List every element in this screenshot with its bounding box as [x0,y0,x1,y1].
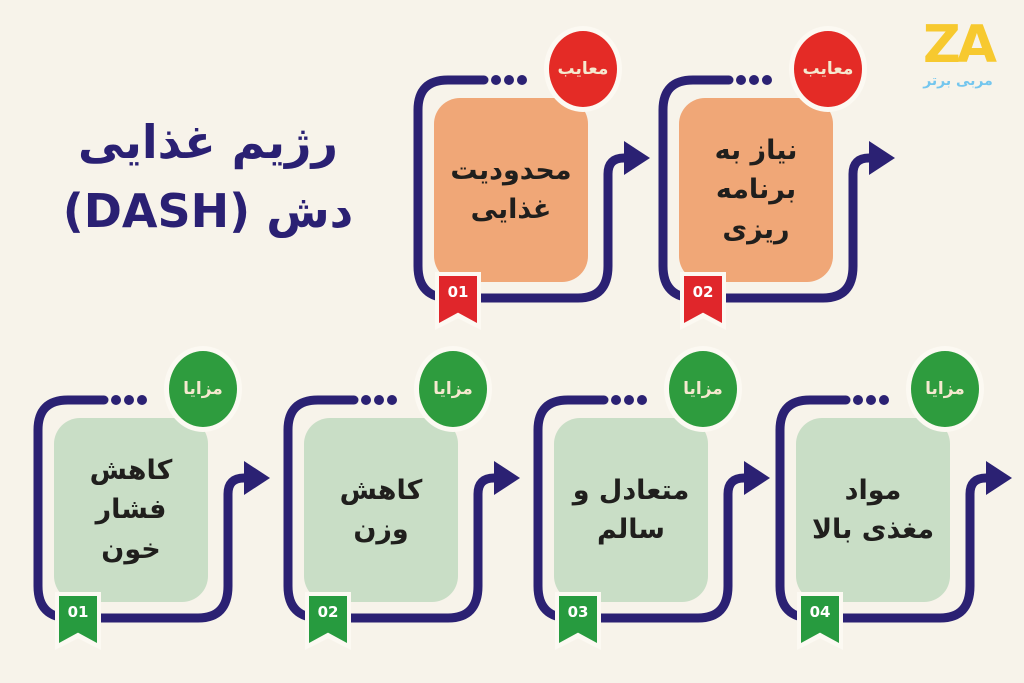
badge-label: مزایا [183,379,223,399]
card-label: کاهش فشار خون [89,455,173,565]
badge-label: معایب [802,59,854,79]
number-ribbon: 02 [305,592,351,650]
number-ribbon: 03 [555,592,601,650]
card-body: متعادل و سالم [554,418,708,602]
card-outline [33,395,270,623]
card-body: نیاز به برنامه ریزی [679,98,833,282]
logo-subtext: مربی برتر [923,72,993,89]
card-body: محدودیت غذایی [434,98,588,282]
number-ribbon: 02 [680,272,726,330]
pros-card-3: متعادل و سالم مزایا 03 [522,344,770,654]
arrow-right-icon [869,141,895,175]
arrow-right-icon [986,461,1012,495]
pros-card-1: کاهش فشار خون مزایا 01 [22,344,270,654]
card-body: کاهش وزن [304,418,458,602]
cons-card-2: نیاز به برنامه ریزی معایب 02 [647,24,895,334]
logo-za-icon: ZA [923,15,997,75]
page-title-line1: رژیم غذایی [78,115,338,169]
arrow-right-icon [494,461,520,495]
pros-badge-circle: مزایا [164,346,242,432]
cons-badge-circle: معایب [789,26,867,112]
ribbon-number: 03 [567,603,589,621]
card-label: محدودیت غذایی [450,154,572,225]
cons-badge-circle: معایب [544,26,622,112]
card-outline [658,75,895,303]
card-label: نیاز به برنامه ریزی [714,135,798,245]
badge-label: مزایا [683,379,723,399]
cons-card-1: محدودیت غذایی معایب 01 [402,24,650,334]
card-outline [775,395,1012,623]
card-outline [283,395,520,623]
card-body: کاهش فشار خون [54,418,208,602]
pros-card-2: کاهش وزن مزایا 02 [272,344,520,654]
badge-label: معایب [557,59,609,79]
brand-logo: ZA مربی برتر [903,18,1013,89]
card-body: مواد مغذی بالا [796,418,950,602]
ribbon-number: 04 [809,603,831,621]
ribbon-number: 02 [317,603,339,621]
card-label: کاهش وزن [339,474,423,545]
card-label: متعادل و سالم [572,474,690,545]
badge-label: مزایا [433,379,473,399]
pros-badge-circle: مزایا [664,346,742,432]
pros-badge-circle: مزایا [906,346,984,432]
ribbon-number: 01 [447,283,469,301]
page-title: رژیم غذایی دش (DASH) [28,108,388,246]
arrow-right-icon [744,461,770,495]
pros-card-4: مواد مغذی بالا مزایا 04 [764,344,1012,654]
ribbon-number: 02 [692,283,714,301]
page-title-line2: دش (DASH) [62,184,354,238]
ribbon-number: 01 [67,603,89,621]
arrow-right-icon [244,461,270,495]
arrow-right-icon [624,141,650,175]
card-outline [413,75,650,303]
number-ribbon: 01 [55,592,101,650]
card-label: مواد مغذی بالا [811,474,935,545]
badge-label: مزایا [925,379,965,399]
pros-badge-circle: مزایا [414,346,492,432]
card-outline [533,395,770,623]
